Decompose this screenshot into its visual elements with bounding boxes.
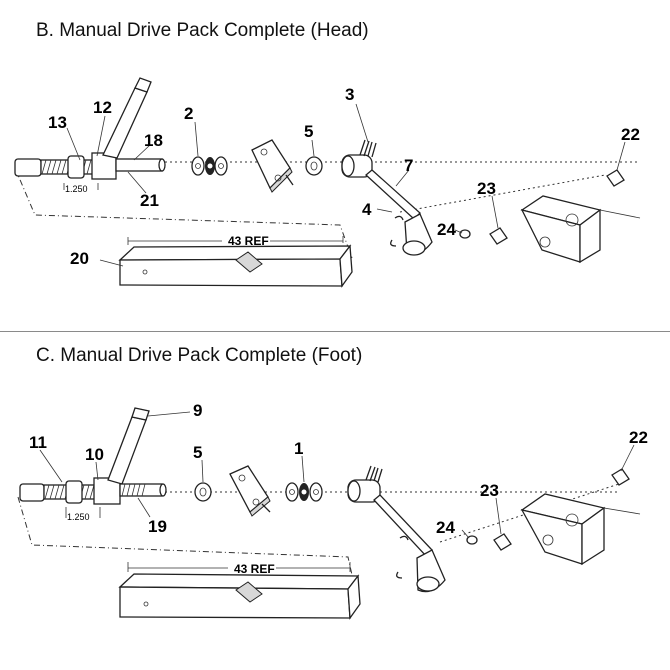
callout-20: 20 xyxy=(70,249,89,268)
callout-12: 12 xyxy=(93,98,112,117)
hex-nut xyxy=(14,158,42,177)
crank-handle-assembly xyxy=(341,139,433,256)
washer xyxy=(285,482,299,502)
dimension-label: 1.250 xyxy=(67,512,90,522)
callout-11: 11 xyxy=(29,433,47,452)
callout-24: 24 xyxy=(436,518,455,537)
callout-5: 5 xyxy=(304,122,313,141)
callout-leaders xyxy=(39,411,635,539)
diagram-head-drive-pack: 1.250 xyxy=(14,77,641,288)
square-nut xyxy=(489,227,508,245)
drive-shaft xyxy=(115,158,163,172)
drive-tube xyxy=(118,236,353,288)
callout-22: 22 xyxy=(629,428,648,447)
callout-leaders xyxy=(66,103,626,267)
drive-shaft xyxy=(119,483,163,497)
square-nut-frame xyxy=(606,169,625,187)
lock-nut xyxy=(65,480,83,504)
square-nut xyxy=(493,533,512,551)
callout-22: 22 xyxy=(621,125,640,144)
clip xyxy=(399,535,409,541)
callout-23: 23 xyxy=(480,481,499,500)
clip xyxy=(390,239,397,247)
crank-handle-assembly xyxy=(347,465,446,593)
hex-nut xyxy=(19,483,45,502)
washer-set xyxy=(285,482,323,502)
callout-23: 23 xyxy=(477,179,496,198)
shaft-end xyxy=(159,483,167,497)
clip xyxy=(394,215,404,221)
callout-19: 19 xyxy=(148,517,167,536)
drive-handle-tip xyxy=(134,77,152,93)
callout-3: 3 xyxy=(345,85,354,104)
lock-washer xyxy=(466,535,478,545)
section-divider xyxy=(0,331,670,332)
lock-nut xyxy=(67,155,85,179)
lock-washer xyxy=(459,229,471,239)
callout-24: 24 xyxy=(437,220,456,239)
callout-21: 21 xyxy=(140,191,159,210)
dimension-label: 1.250 xyxy=(65,184,88,194)
drive-handle-arm xyxy=(107,416,147,485)
threaded-rod-assembly xyxy=(14,77,166,180)
bushing xyxy=(194,482,212,502)
crank-arm xyxy=(365,169,421,220)
callout-1: 1 xyxy=(294,439,303,458)
callout-18: 18 xyxy=(144,131,163,150)
shaft-end xyxy=(158,158,166,172)
callout-7: 7 xyxy=(404,156,413,175)
callout-2: 2 xyxy=(184,104,193,123)
callout-13: 13 xyxy=(48,113,67,132)
frame-section xyxy=(520,493,641,566)
callout-4: 4 xyxy=(362,200,372,219)
bushing xyxy=(305,156,323,176)
threaded-rod-assembly xyxy=(19,407,167,505)
drive-tube xyxy=(118,562,361,620)
drive-handle-tip xyxy=(131,407,150,421)
clip xyxy=(396,571,403,579)
alignment-line xyxy=(14,167,353,259)
square-nut-frame xyxy=(611,468,630,486)
alignment-line xyxy=(17,496,359,603)
callout-10: 10 xyxy=(85,445,104,464)
frame-section xyxy=(520,195,641,264)
washer-set xyxy=(191,156,228,176)
washer xyxy=(214,156,228,176)
length-ref-label: 43 REF xyxy=(234,562,275,576)
callout-9: 9 xyxy=(193,401,202,420)
washer xyxy=(191,156,205,176)
callout-5: 5 xyxy=(193,443,202,462)
length-ref-label: 43 REF xyxy=(228,234,269,248)
crank-arm xyxy=(373,494,433,557)
diagram-foot-drive-pack: 1.250 xyxy=(17,401,648,620)
mounting-plate xyxy=(251,139,294,193)
washer xyxy=(309,482,323,502)
section-c-title: C. Manual Drive Pack Complete (Foot) xyxy=(36,345,363,366)
mounting-plate xyxy=(229,465,271,517)
section-b-title: B. Manual Drive Pack Complete (Head) xyxy=(36,20,369,41)
